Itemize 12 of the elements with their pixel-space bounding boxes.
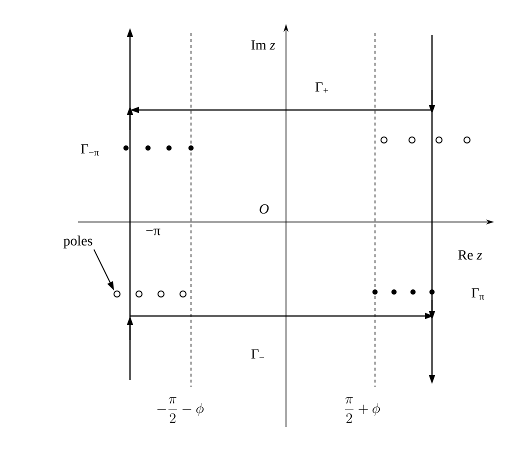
- math-label: Γ$_{+}$: [315, 82, 328, 93]
- math-label: Γ$_{π}$: [472, 288, 484, 300]
- pole-marker: [114, 290, 120, 298]
- pole-label: poles: [64, 236, 92, 248]
- math-label: Im z: [251, 40, 276, 50]
- math-label: Re z: [458, 250, 482, 260]
- math-label: O: [260, 204, 269, 214]
- math-label: Γ$_{−}$: [251, 349, 264, 358]
- axis-tick-label: $\frac{\pi}{2}+\phi$: [344, 397, 380, 423]
- math-label: −π: [146, 228, 160, 236]
- math-label: Γ$_{−π}$: [80, 144, 99, 156]
- axis-tick-label: $-\frac{\pi}{2}-\phi$: [157, 397, 204, 423]
